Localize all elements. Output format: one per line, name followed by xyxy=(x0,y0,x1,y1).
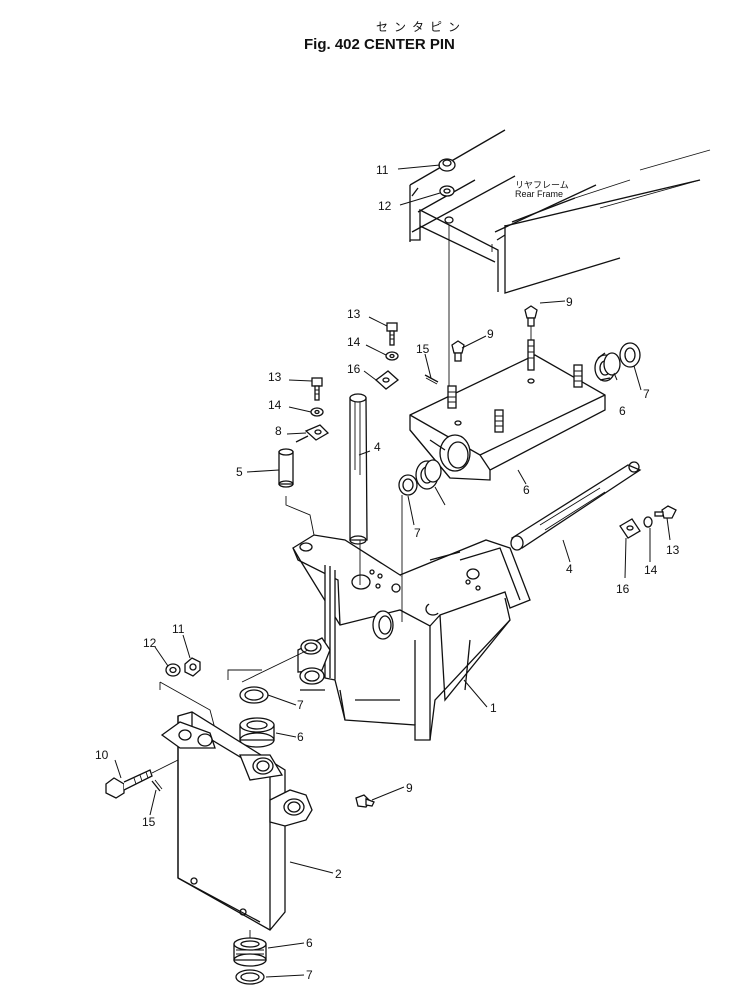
bushing-6-bottom xyxy=(233,937,267,967)
bolt-13-upper xyxy=(386,322,398,346)
callout-label: 11 xyxy=(376,163,389,177)
spring-pin-15-upper xyxy=(424,374,439,385)
callout-label: 14 xyxy=(347,335,361,349)
callout-label: 6 xyxy=(306,936,313,950)
callout-label: 7 xyxy=(414,526,421,540)
nut-11-left xyxy=(184,657,201,677)
callout-label: 2 xyxy=(335,867,342,881)
callout-label: 8 xyxy=(275,424,282,438)
callout-label: 13 xyxy=(268,370,282,384)
stopper-part-8 xyxy=(295,424,330,443)
figure-title-japanese: センタピン xyxy=(376,20,467,34)
callout-leaders xyxy=(114,164,671,978)
front-frame-part-1 xyxy=(227,495,531,741)
rear-frame-note-japanese: リヤフレーム xyxy=(515,181,569,191)
callout-label: 9 xyxy=(406,781,413,795)
washer-12-left xyxy=(165,663,181,677)
washer-14-upper xyxy=(385,351,399,361)
center-pin-bracket-part-3 xyxy=(409,354,606,481)
rear-frame-note: Rear Frame xyxy=(515,189,564,199)
callout-label: 6 xyxy=(619,404,626,418)
center-pin-4-left xyxy=(349,393,368,545)
callout-label: 12 xyxy=(378,199,392,213)
seal-7-right xyxy=(619,342,641,368)
washer-12-top xyxy=(439,185,455,197)
callout-label: 6 xyxy=(523,483,530,497)
washer-14-right xyxy=(643,516,653,528)
callout-label: 11 xyxy=(172,622,185,636)
callout-label: 1 xyxy=(490,701,497,715)
bolt-10 xyxy=(105,759,179,799)
callout-label: 7 xyxy=(297,698,304,712)
callout-label: 7 xyxy=(306,968,313,982)
nut-11-top xyxy=(438,158,456,172)
callout-label: 13 xyxy=(666,543,680,557)
callout-label: 10 xyxy=(95,748,109,762)
callout-label: 4 xyxy=(566,562,573,576)
callout-label: 4 xyxy=(374,440,381,454)
cap-part-2 xyxy=(160,711,313,931)
callout-label: 16 xyxy=(347,362,361,376)
lock-plate-16-left xyxy=(374,370,400,390)
callout-label: 16 xyxy=(616,582,630,596)
rear-frame-part xyxy=(409,129,711,294)
callout-label: 14 xyxy=(268,398,282,412)
bolt-13-left xyxy=(311,377,323,401)
bushing-6-center xyxy=(415,459,442,490)
bolt-13-right xyxy=(654,505,677,519)
spacer-part-5 xyxy=(278,448,294,488)
callout-label: 5 xyxy=(236,465,243,479)
callout-label: 15 xyxy=(416,342,430,356)
callout-label: 9 xyxy=(487,327,494,341)
callout-label: 13 xyxy=(347,307,361,321)
callout-label: 7 xyxy=(643,387,650,401)
center-pin-4-right xyxy=(510,461,642,551)
callout-label: 15 xyxy=(142,815,156,829)
bushing-6-left xyxy=(239,717,275,748)
lock-plate-16-right xyxy=(619,518,641,539)
callout-labels: 11 12 9 9 13 14 16 15 13 14 8 5 4 6 7 6 … xyxy=(95,163,680,982)
spring-pin-15-lower xyxy=(151,779,163,792)
washer-14-left xyxy=(310,407,324,417)
callout-label: 14 xyxy=(644,563,658,577)
figure-title: Fig. 402 CENTER PIN xyxy=(304,36,455,53)
bushing-6-right xyxy=(594,352,621,382)
callout-label: 6 xyxy=(297,730,304,744)
grease-fitting-9 xyxy=(355,305,538,808)
seal-7-left xyxy=(239,686,269,704)
callout-label: 9 xyxy=(566,295,573,309)
seal-7-bottom xyxy=(235,969,265,985)
seal-7-center xyxy=(398,474,418,496)
callout-label: 12 xyxy=(143,636,157,650)
